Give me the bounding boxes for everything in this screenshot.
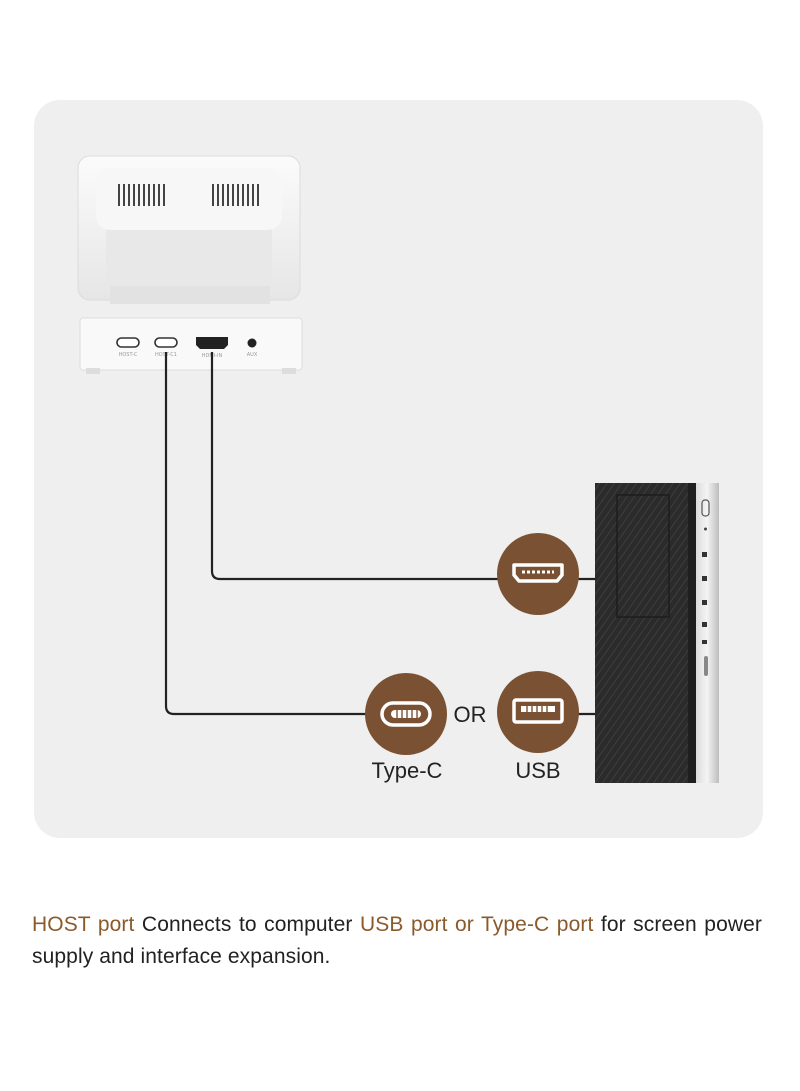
dock-port-host-c1: [154, 337, 178, 348]
hdmi-cable: [210, 352, 504, 581]
caption-highlight-host-port: HOST port: [32, 913, 135, 936]
caption-text-2: for screen power supply and interface ex…: [32, 913, 762, 968]
port-label-aux: AUX: [247, 352, 258, 358]
usb-label: USB: [515, 758, 560, 783]
usb-a-port-badge: [497, 671, 579, 753]
usb-a-port-icon: [512, 698, 564, 724]
caption-highlight-ports: USB port or Type-C port: [359, 913, 594, 936]
caption: HOST port Connects to computer USB port …: [32, 909, 762, 973]
dock-port-hdmi: [196, 337, 228, 349]
caption-text-1: Connects to computer: [134, 913, 360, 936]
desktop-computer: [595, 483, 719, 783]
host-cable: [164, 352, 372, 716]
dock-port-aux: [247, 338, 257, 348]
type-c-port-badge: [365, 673, 447, 755]
port-label-host-c: HOST-C: [119, 352, 138, 358]
dock-base: HOST-C HOST-C1 HDMI-IN AUX: [79, 317, 303, 374]
monitor-back: [77, 155, 301, 304]
vent-left-icon: [118, 184, 165, 206]
dock-port-host-c: [116, 337, 140, 348]
type-c-port-icon: [380, 701, 432, 727]
vent-right-icon: [212, 184, 259, 206]
or-label: OR: [454, 702, 487, 727]
type-c-label: Type-C: [372, 758, 443, 783]
hdmi-port-icon: [512, 563, 564, 583]
hdmi-port-badge: [497, 533, 579, 615]
